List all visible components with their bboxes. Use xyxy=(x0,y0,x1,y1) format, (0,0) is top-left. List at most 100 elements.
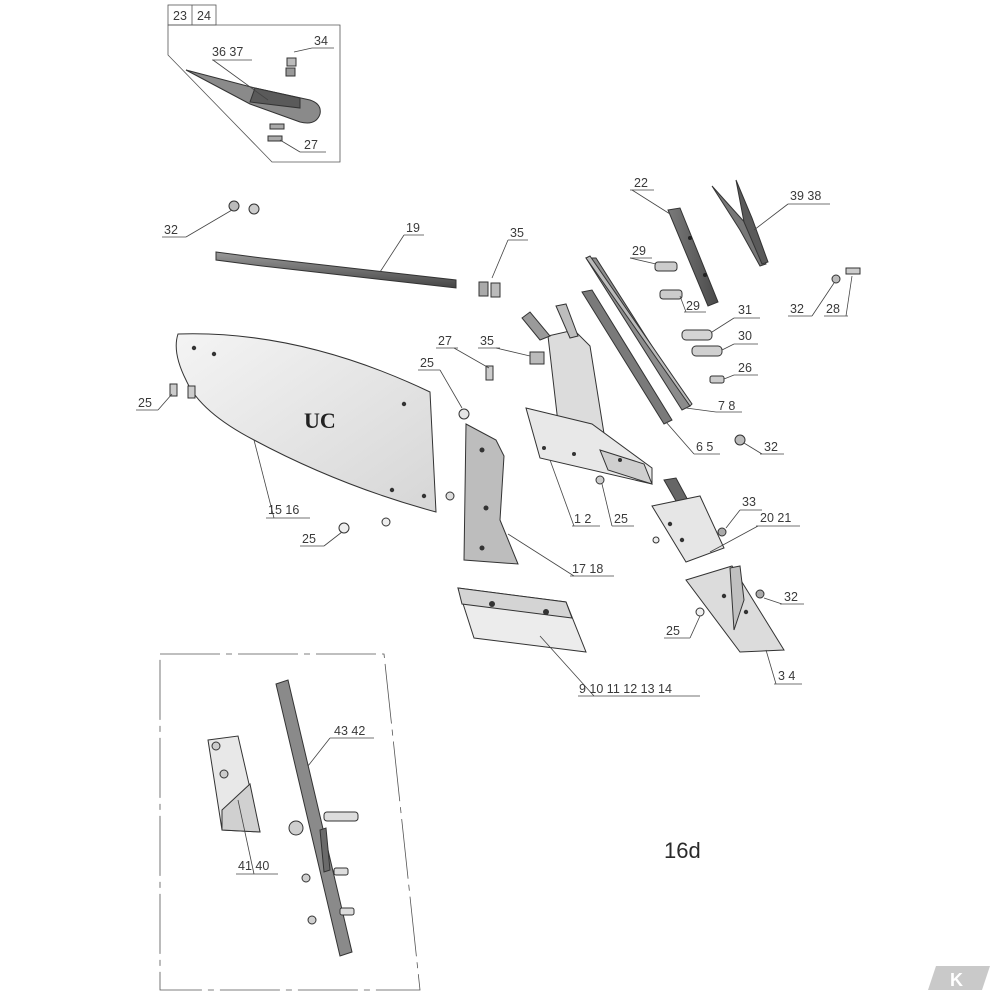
bolt-25-under xyxy=(338,522,350,534)
nut-35-top-b xyxy=(490,282,501,298)
leader-32-top xyxy=(185,209,233,238)
plate-41-40-lower xyxy=(221,783,261,833)
bolt-landside-b xyxy=(333,867,349,876)
label-17-18: 17 18 xyxy=(572,562,603,576)
bolt-26 xyxy=(709,375,725,384)
label-31: 31 xyxy=(738,303,752,317)
leader-1-2 xyxy=(549,459,575,527)
nut-32-wing xyxy=(755,589,765,599)
inset-bottom: 43 42 41 40 xyxy=(159,653,421,991)
share-hole-2 xyxy=(543,609,549,615)
leader-43-42 xyxy=(307,737,331,767)
brand-logo-letter: K xyxy=(950,970,963,990)
bolt-28 xyxy=(845,267,861,275)
leader-9-14 xyxy=(539,635,595,697)
leader-22 xyxy=(631,189,671,215)
leader-7-8 xyxy=(685,407,717,413)
leader-27-center xyxy=(453,347,490,369)
leader-32-mid xyxy=(743,442,763,455)
bolt-25-wing xyxy=(695,607,705,617)
leader-6-5 xyxy=(665,421,695,455)
leader-29b xyxy=(679,295,687,313)
landside-slot xyxy=(319,827,331,873)
nut-33 xyxy=(717,527,727,537)
label-32-top: 32 xyxy=(164,223,178,237)
bolt-landside-c xyxy=(339,907,355,916)
inset-top-header-24: 24 xyxy=(197,9,211,23)
label-32-mid: 32 xyxy=(764,440,778,454)
label-39-38: 39 38 xyxy=(790,189,821,203)
label-15-16: 15 16 xyxy=(268,503,299,517)
label-25-shin: 25 xyxy=(420,356,434,370)
label-7-8: 7 8 xyxy=(718,399,735,413)
bolt-27b xyxy=(267,135,283,142)
label-30: 30 xyxy=(738,329,752,343)
label-41-40: 41 40 xyxy=(238,859,269,873)
breaker-arm-slot xyxy=(249,87,301,109)
label-22: 22 xyxy=(634,176,648,190)
label-3-4: 3 4 xyxy=(778,669,795,683)
label-28: 28 xyxy=(826,302,840,316)
label-35-center: 35 xyxy=(480,334,494,348)
mouldboard-mark: UC xyxy=(304,408,336,433)
leader-20-21 xyxy=(709,525,759,553)
label-27-inset: 27 xyxy=(304,138,318,152)
label-26: 26 xyxy=(738,361,752,375)
leader-29a xyxy=(629,257,657,265)
leader-31 xyxy=(711,317,735,333)
mouldboard-hole-5 xyxy=(421,493,427,499)
knife-38-part xyxy=(735,179,769,265)
nut-landside-b xyxy=(301,873,311,883)
nut-32-mid xyxy=(734,434,746,446)
nut-32-right xyxy=(831,274,841,284)
knife-39-part xyxy=(711,185,767,267)
shin-hole-1 xyxy=(479,447,485,453)
leader-26 xyxy=(723,374,735,380)
label-25-under: 25 xyxy=(302,532,316,546)
nut-near-shin xyxy=(445,491,455,501)
frog-body-1-2 xyxy=(521,303,653,485)
bolt-25-left-b xyxy=(187,385,196,399)
leader-19 xyxy=(379,234,405,273)
leader-41-40 xyxy=(237,799,255,875)
nut-34b xyxy=(285,67,296,77)
bolt-25-frog xyxy=(595,475,605,485)
mouldboard-15-16 xyxy=(175,333,437,513)
bolt-27a xyxy=(269,123,285,130)
nut-landside-a xyxy=(288,820,304,836)
leader-3-4 xyxy=(765,649,777,685)
bolt-point xyxy=(652,536,660,544)
inset-top: 23 24 36 37 34 27 xyxy=(167,4,341,163)
leader-25-wing xyxy=(689,615,701,639)
leader-25-frog xyxy=(601,483,613,527)
bolt-29b xyxy=(659,289,683,300)
hole-22b xyxy=(703,273,707,277)
point-hole-2 xyxy=(679,537,685,543)
landside-bar-6-5 xyxy=(581,289,673,425)
bolt-25-left-a xyxy=(169,383,178,397)
nut-35-center xyxy=(529,351,545,365)
landside-rod-19 xyxy=(215,251,457,289)
shin-hole-2 xyxy=(483,505,489,511)
leader-15-16 xyxy=(253,439,275,519)
brand-logo: K xyxy=(928,966,990,990)
label-25-frog: 25 xyxy=(614,512,628,526)
leader-17-18 xyxy=(507,533,575,577)
bolt-plate-b xyxy=(219,769,229,779)
landside-bar-7-8-top xyxy=(585,255,693,407)
leader-35-center xyxy=(495,347,531,357)
label-36-37: 36 37 xyxy=(212,45,243,59)
label-43-42: 43 42 xyxy=(334,724,365,738)
label-20-21: 20 21 xyxy=(760,511,791,525)
label-29b: 29 xyxy=(686,299,700,313)
nut-under xyxy=(381,517,391,527)
label-29a: 29 xyxy=(632,244,646,258)
leader-25-under xyxy=(323,531,343,547)
leader-27-inset xyxy=(279,139,301,153)
bolt-25-shin xyxy=(458,408,470,420)
page-label: 16d xyxy=(664,838,701,863)
label-25-left: 25 xyxy=(138,396,152,410)
nut-34a xyxy=(286,57,297,67)
